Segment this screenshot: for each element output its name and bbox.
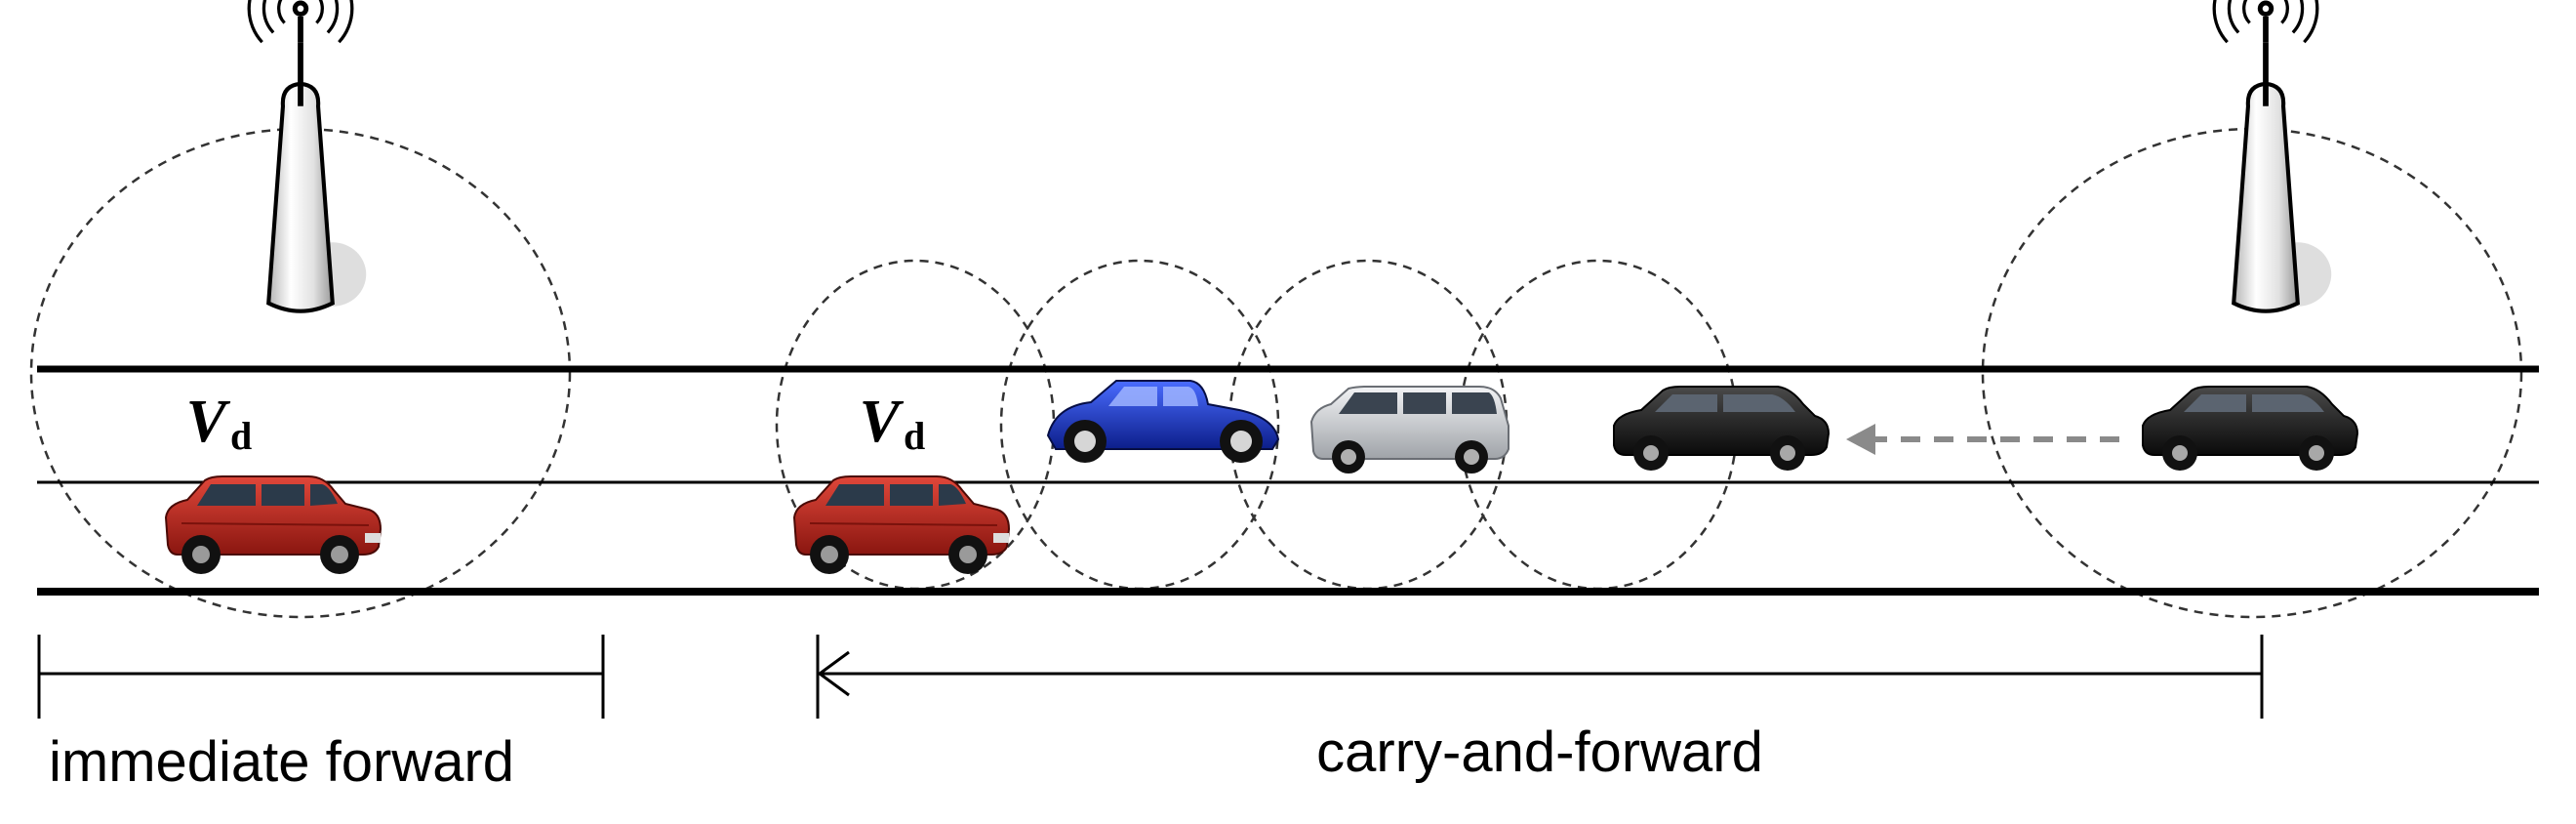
vehicle-label: V: [186, 389, 231, 455]
road: [37, 365, 2539, 596]
cell-tower-icon: [2214, 0, 2331, 311]
black-suv-icon: [2142, 386, 2358, 472]
cell-tower-icon: [249, 0, 366, 311]
vehicle-label: V: [860, 389, 905, 455]
carry-and-forward-label: carry-and-forward: [1316, 721, 1763, 784]
black-suv-icon: [1613, 386, 1830, 472]
carry-and-forward-span: [816, 635, 2264, 719]
vehicle-label-subscript: d: [904, 414, 925, 458]
vehicle-label-subscript: d: [230, 414, 252, 458]
forward-arrow: [1846, 424, 2119, 455]
immediate-forward-span: [37, 635, 605, 719]
red-suv-icon: [793, 475, 1010, 575]
range-circles: [29, 127, 2523, 619]
red-suv-icon: [165, 475, 382, 575]
immediate-forward-label: immediate forward: [49, 730, 514, 794]
silver-minivan-icon: [1310, 386, 1509, 474]
blue-hotrod-icon: [1047, 380, 1279, 464]
